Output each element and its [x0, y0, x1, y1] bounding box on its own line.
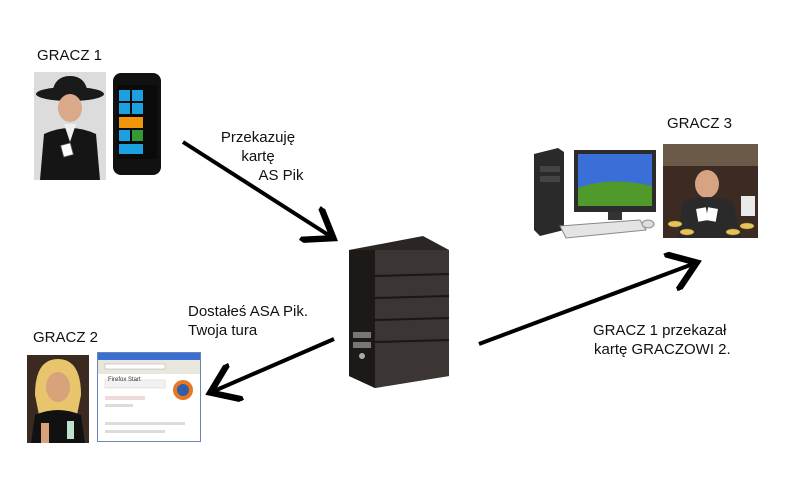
player1-label: GRACZ 1	[37, 47, 103, 64]
message-broadcast-line2: kartę GRACZOWI 2.	[594, 341, 731, 358]
player2-browser-window	[97, 352, 201, 442]
player3-photo	[663, 144, 758, 238]
message-pass-card-line3: AS Pik	[258, 167, 304, 184]
message-pass-card-line2: kartę	[241, 148, 275, 165]
player2-photo	[27, 355, 89, 443]
player3-desktop-computer	[534, 148, 656, 239]
player1-phone	[113, 73, 161, 175]
message-pass-card: Przekazuję kartę AS Pik	[206, 128, 310, 185]
message-broadcast: GRACZ 1 przekazał kartę GRACZOWI 2.	[593, 321, 731, 359]
arrow-server-to-player3	[478, 264, 693, 346]
player3-label: GRACZ 3	[667, 115, 733, 132]
message-your-turn-line2: Twoja tura	[188, 322, 258, 339]
message-your-turn: Dostałeś ASA Pik. Twoja tura	[188, 302, 308, 340]
player1-photo	[34, 72, 106, 180]
message-pass-card-line1: Przekazuję	[220, 129, 296, 146]
arrow-player1-to-server	[181, 140, 330, 236]
message-your-turn-line1: Dostałeś ASA Pik.	[188, 303, 309, 320]
arrow-server-to-player2	[214, 337, 335, 391]
server-icon	[349, 236, 450, 388]
message-broadcast-line1: GRACZ 1 przekazał	[593, 322, 727, 339]
browser-tab-title: Firefox Start	[108, 377, 141, 383]
player2-label: GRACZ 2	[33, 329, 99, 346]
